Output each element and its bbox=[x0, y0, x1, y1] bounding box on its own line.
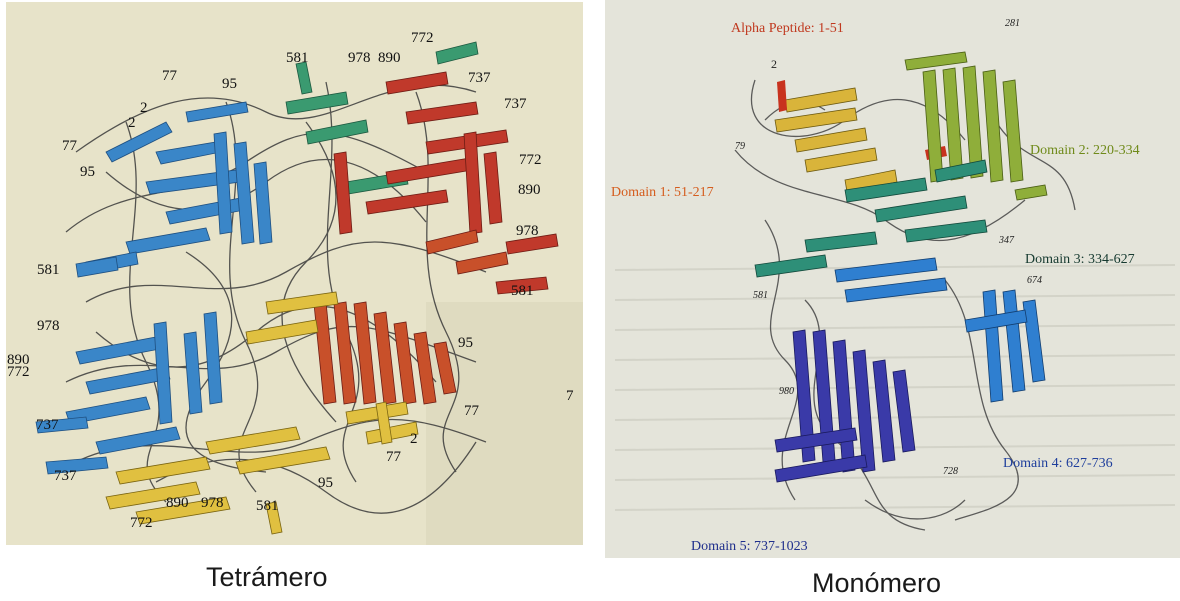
residue-label: 2 bbox=[771, 57, 777, 71]
residue-label: 890 bbox=[378, 50, 401, 66]
domain5-label: Domain 5: 737-1023 bbox=[691, 539, 808, 554]
residue-label: 737 bbox=[54, 468, 77, 484]
monomer-figure: 2 281 79 347 674 581 980 728 Alpha Pepti… bbox=[605, 0, 1180, 558]
residue-label: 728 bbox=[943, 466, 958, 477]
residue-label: 2 bbox=[140, 100, 148, 116]
residue-label: 772 bbox=[7, 364, 30, 380]
residue-label: 890 bbox=[518, 182, 541, 198]
residue-label: 978 bbox=[201, 495, 224, 511]
residue-label: 890 bbox=[166, 495, 189, 511]
residue-label: 2 bbox=[128, 115, 136, 131]
residue-label: 581 bbox=[37, 262, 60, 278]
tetramer-caption: Tetrámero bbox=[206, 562, 328, 593]
residue-label: 581 bbox=[256, 498, 279, 514]
residue-label: 737 bbox=[504, 96, 527, 112]
residue-label: 772 bbox=[411, 30, 434, 46]
residue-label: 581 bbox=[286, 50, 309, 66]
residue-label: 581 bbox=[753, 290, 768, 301]
residue-label: 772 bbox=[519, 152, 542, 168]
monomer-structure: 2 281 79 347 674 581 980 728 Alpha Pepti… bbox=[605, 0, 1180, 558]
residue-label: 281 bbox=[1005, 18, 1020, 29]
residue-label: 581 bbox=[511, 283, 534, 299]
residue-label: 95 bbox=[318, 475, 333, 491]
residue-label: 980 bbox=[779, 386, 794, 397]
partial-label: 7 bbox=[566, 388, 574, 404]
residue-label: 772 bbox=[130, 515, 153, 531]
residue-label: 95 bbox=[458, 335, 473, 351]
residue-label: 737 bbox=[36, 417, 59, 433]
residue-label: 347 bbox=[998, 235, 1015, 246]
tetramer-figure: 581 978 890 772 737 737 77 95 2 2 772 89… bbox=[6, 2, 583, 545]
residue-label: 77 bbox=[62, 138, 78, 154]
residue-label: 978 bbox=[37, 318, 60, 334]
residue-label: 77 bbox=[386, 449, 402, 465]
residue-label: 77 bbox=[162, 68, 178, 84]
domain2-label: Domain 2: 220-334 bbox=[1030, 143, 1140, 158]
residue-label: 79 bbox=[735, 141, 745, 152]
residue-label: 95 bbox=[80, 164, 95, 180]
residue-label: 978 bbox=[348, 50, 371, 66]
domain1-label: Domain 1: 51-217 bbox=[611, 185, 714, 200]
residue-label: 674 bbox=[1027, 275, 1042, 286]
residue-label: 77 bbox=[464, 403, 480, 419]
residue-label: 2 bbox=[410, 431, 418, 447]
residue-label: 737 bbox=[468, 70, 491, 86]
tetramer-structure: 581 978 890 772 737 737 77 95 2 2 772 89… bbox=[6, 2, 583, 545]
monomer-caption: Monómero bbox=[812, 568, 941, 599]
alpha-peptide-label: Alpha Peptide: 1-51 bbox=[731, 21, 844, 36]
domain3-label: Domain 3: 334-627 bbox=[1025, 252, 1135, 267]
residue-label: 978 bbox=[516, 223, 539, 239]
domain4-label: Domain 4: 627-736 bbox=[1003, 456, 1113, 471]
residue-label: 95 bbox=[222, 76, 237, 92]
